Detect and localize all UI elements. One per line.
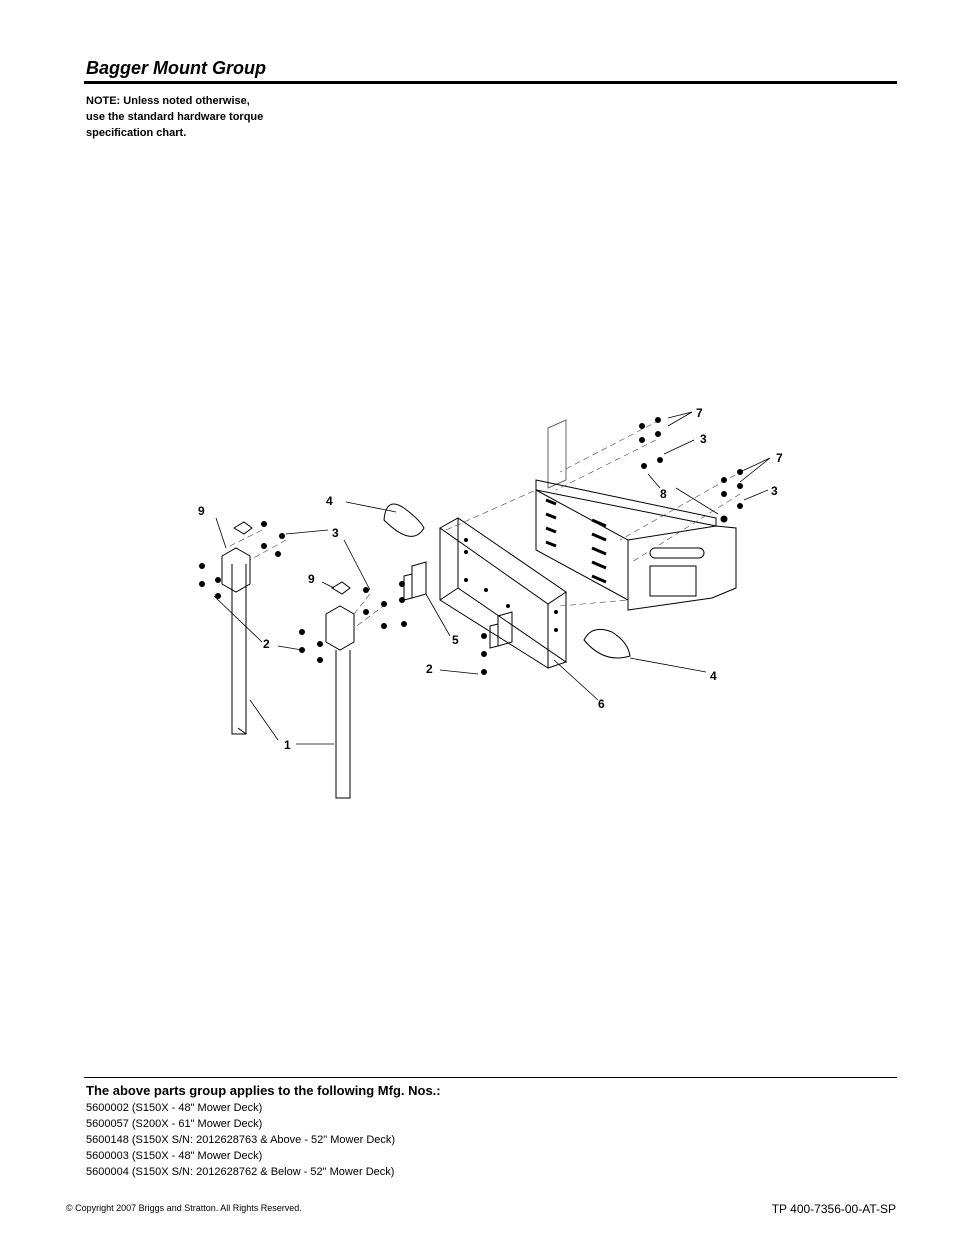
callout-3: 3 bbox=[700, 432, 707, 446]
mount-plate bbox=[535, 419, 737, 611]
mfg-number-item: 5600004 (S150X S/N: 2012628762 & Below -… bbox=[86, 1166, 395, 1178]
torque-note: NOTE: Unless noted otherwise, use the st… bbox=[86, 93, 316, 141]
callout-7: 7 bbox=[696, 406, 703, 420]
document-number: TP 400-7356-00-AT-SP bbox=[771, 1202, 896, 1216]
post-cap bbox=[331, 581, 351, 595]
note-line: NOTE: Unless noted otherwise, bbox=[86, 95, 250, 107]
center-frame bbox=[439, 517, 567, 669]
callout-3: 3 bbox=[332, 526, 339, 540]
callout-7: 7 bbox=[776, 451, 783, 465]
callout-9: 9 bbox=[198, 504, 205, 518]
mfg-number-item: 5600003 (S150X - 48" Mower Deck) bbox=[86, 1150, 263, 1162]
post-left bbox=[221, 547, 251, 735]
mfg-number-item: 5600057 (S200X - 61" Mower Deck) bbox=[86, 1118, 263, 1130]
callout-9: 9 bbox=[308, 572, 315, 586]
hitch-pin bbox=[383, 503, 425, 537]
callout-2: 2 bbox=[426, 662, 433, 676]
hardware bbox=[199, 417, 743, 675]
mfg-number-item: 5600148 (S150X S/N: 2012628763 & Above -… bbox=[86, 1134, 396, 1146]
note-line: specification chart. bbox=[86, 127, 187, 139]
applies-rule bbox=[84, 1077, 897, 1078]
copyright-notice: © Copyright 2007 Briggs and Stratton. Al… bbox=[66, 1203, 302, 1213]
assembly-lines bbox=[225, 419, 745, 629]
callout-3: 3 bbox=[771, 484, 778, 498]
hitch-pin bbox=[583, 628, 631, 659]
mfg-number-item: 5600002 (S150X - 48" Mower Deck) bbox=[86, 1102, 263, 1114]
mfg-number-list: 5600002 (S150X - 48" Mower Deck) 5600057… bbox=[86, 1100, 395, 1180]
callout-6: 6 bbox=[598, 697, 605, 711]
callout-1: 1 bbox=[284, 738, 291, 752]
post-cap bbox=[233, 521, 253, 535]
applies-heading: The above parts group applies to the fol… bbox=[86, 1083, 441, 1098]
callout-4: 4 bbox=[710, 669, 717, 683]
side-bracket bbox=[403, 561, 513, 649]
callout-2: 2 bbox=[263, 637, 270, 651]
note-line: use the standard hardware torque bbox=[86, 111, 264, 123]
callout-4: 4 bbox=[326, 494, 333, 508]
post-right bbox=[325, 605, 355, 799]
page-title: Bagger Mount Group bbox=[86, 58, 266, 78]
callout-8: 8 bbox=[660, 487, 667, 501]
title-rule bbox=[84, 81, 897, 84]
callout-5: 5 bbox=[452, 633, 459, 647]
leader-lines bbox=[213, 411, 771, 745]
